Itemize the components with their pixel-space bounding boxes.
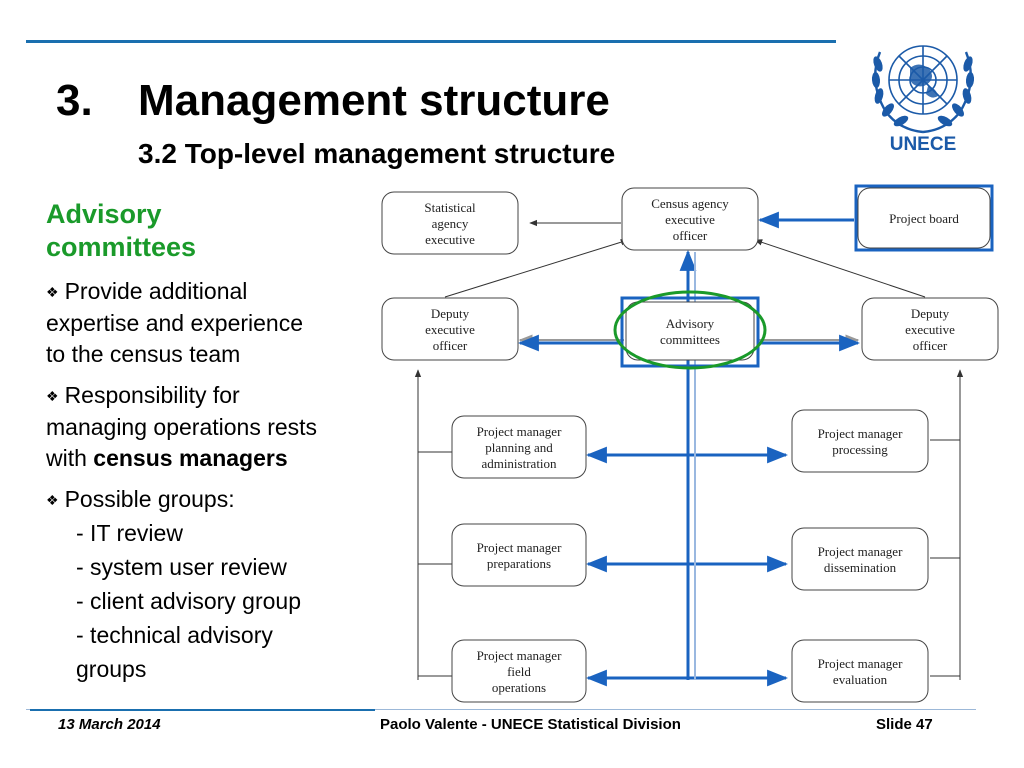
top-rule	[26, 40, 836, 43]
box-advisory-committees-label: Advisory	[666, 316, 715, 331]
box-pm-dissemination-frame	[791, 527, 929, 591]
diamond-bullet-icon: ❖	[46, 492, 59, 508]
title-number: 3.	[56, 76, 93, 125]
list-item: - system user review	[76, 554, 287, 580]
bottom-rule	[30, 709, 375, 711]
box-deputy-executive-officer-right-label: executive	[905, 322, 955, 337]
box-pm-preparations-frame	[451, 523, 587, 587]
box-pm-processing-label: processing	[832, 442, 888, 457]
box-statistical-agency-executive-label: executive	[425, 232, 475, 247]
list-item: - technical advisory	[76, 622, 273, 648]
box-pm-processing-frame	[791, 409, 929, 473]
footer-rule	[26, 709, 976, 710]
section-heading: Advisory committees	[46, 198, 381, 264]
box-statistical-agency-executive-frame	[381, 191, 519, 255]
box-pm-dissemination-label: Project manager	[818, 544, 903, 559]
box-project-board-frame	[857, 187, 991, 249]
page-title: Management structure	[138, 76, 610, 125]
bullet-text: Responsibility for	[64, 382, 240, 408]
un-emblem-icon	[871, 45, 975, 134]
box-census-agency-executive-officer-label: Census agency	[651, 196, 729, 211]
list-item: groups	[76, 656, 147, 682]
text-column: Advisory committees ❖ Provide additional …	[46, 198, 381, 686]
box-deputy-executive-officer-left-label: officer	[433, 338, 468, 353]
box-pm-preparations-label: Project manager	[477, 540, 562, 555]
box-project-board-label: Project board	[889, 211, 959, 226]
box-pm-field-operations-frame	[451, 639, 587, 703]
box-pm-evaluation-label: evaluation	[833, 672, 888, 687]
box-pm-evaluation-label: Project manager	[818, 656, 903, 671]
diamond-bullet-icon: ❖	[46, 284, 59, 300]
box-deputy-executive-officer-left-label: Deputy	[431, 306, 470, 321]
footer-date: 13 March 2014	[58, 716, 161, 733]
box-statistical-agency-executive-label: Statistical	[424, 200, 476, 215]
box-pm-dissemination-label: dissemination	[824, 560, 897, 575]
box-statistical-agency-executive-label: agency	[432, 216, 469, 231]
bullet-text: managing operations rests	[46, 414, 318, 440]
list-item: - IT review	[76, 520, 183, 546]
groups-list: - IT review - system user review - clien…	[46, 516, 381, 686]
list-item: - client advisory group	[76, 588, 301, 614]
box-pm-planning-administration-label: administration	[481, 456, 557, 471]
bullet-bold-text: census managers	[93, 445, 288, 471]
box-pm-field-operations-label: operations	[492, 680, 546, 695]
bullet-text: expertise and experience	[46, 310, 303, 336]
box-project-board: Project board	[857, 187, 991, 249]
box-pm-preparations-label: preparations	[487, 556, 551, 571]
box-deputy-executive-officer-left-label: executive	[425, 322, 475, 337]
box-deputy-executive-officer-left-frame	[381, 297, 519, 361]
project-board-highlight	[854, 184, 994, 252]
box-pm-processing-label: Project manager	[818, 426, 903, 441]
heading-line: committees	[46, 232, 197, 262]
bullet-item: ❖ Possible groups:	[46, 484, 381, 516]
box-pm-planning-administration-frame	[451, 415, 587, 479]
advisory-highlight	[620, 296, 760, 368]
bullet-text: Provide additional	[64, 278, 248, 304]
bullet-text: with	[46, 445, 94, 471]
bullet-item: ❖ Responsibility for managing operations …	[46, 380, 381, 474]
bullet-item: ❖ Provide additional expertise and experi…	[46, 276, 381, 370]
advisory-green-ring	[613, 290, 767, 370]
box-deputy-executive-officer-right-label: Deputy	[911, 306, 950, 321]
box-deputy-executive-officer-right-frame	[861, 297, 999, 361]
bullet-text: to the census team	[46, 341, 241, 367]
diamond-bullet-icon: ❖	[46, 388, 59, 404]
box-pm-field-operations-label: Project manager	[477, 648, 562, 663]
box-pm-evaluation-frame	[791, 639, 929, 703]
box-deputy-executive-officer-right-label: officer	[913, 338, 948, 353]
page-subtitle: 3.2 Top-level management structure	[138, 138, 616, 169]
logo-text: UNECE	[889, 134, 957, 155]
box-advisory-committees-label: committees	[660, 332, 720, 347]
box-advisory-committees-frame	[625, 301, 755, 361]
bullet-text: Possible groups:	[64, 486, 235, 512]
box-pm-planning-administration-label: Project manager	[477, 424, 562, 439]
box-census-agency-executive-officer-frame	[621, 187, 759, 251]
footer-slide-number: Slide 47	[876, 716, 933, 733]
box-census-agency-executive-officer-label: officer	[673, 228, 708, 243]
box-pm-planning-administration-label: planning and	[485, 440, 553, 455]
heading-line: Advisory	[46, 199, 162, 229]
footer-author: Paolo Valente - UNECE Statistical Divisi…	[380, 716, 681, 733]
box-census-agency-executive-officer-label: executive	[665, 212, 715, 227]
box-pm-field-operations-label: field	[507, 664, 531, 679]
